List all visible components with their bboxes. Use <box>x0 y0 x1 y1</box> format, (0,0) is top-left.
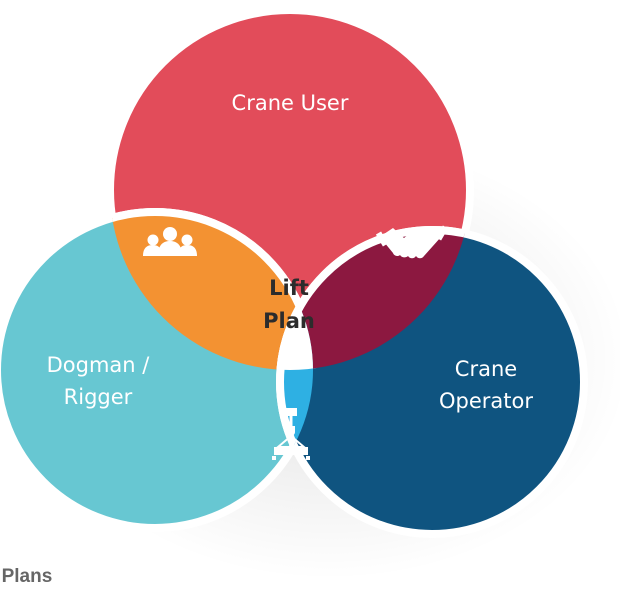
handshake-icon <box>375 225 449 259</box>
center-label-line1: Lift <box>269 276 309 300</box>
center-label-line2: Plan <box>263 309 315 333</box>
group-icon <box>143 227 197 256</box>
dogman-rigger-label-line1: Dogman / <box>47 353 151 377</box>
crane-user-label: Crane User <box>232 91 349 115</box>
crane-hook-icon <box>272 408 310 460</box>
crane-operator-label-line2: Operator <box>439 389 533 413</box>
overlap-rigger-operator <box>276 226 313 528</box>
overlap-user-rigger <box>110 208 317 370</box>
dogman-rigger-label-line2: Rigger <box>64 385 133 409</box>
caption-text: t Plans <box>0 566 53 587</box>
crane-operator-label-line1: Crane <box>455 357 517 381</box>
